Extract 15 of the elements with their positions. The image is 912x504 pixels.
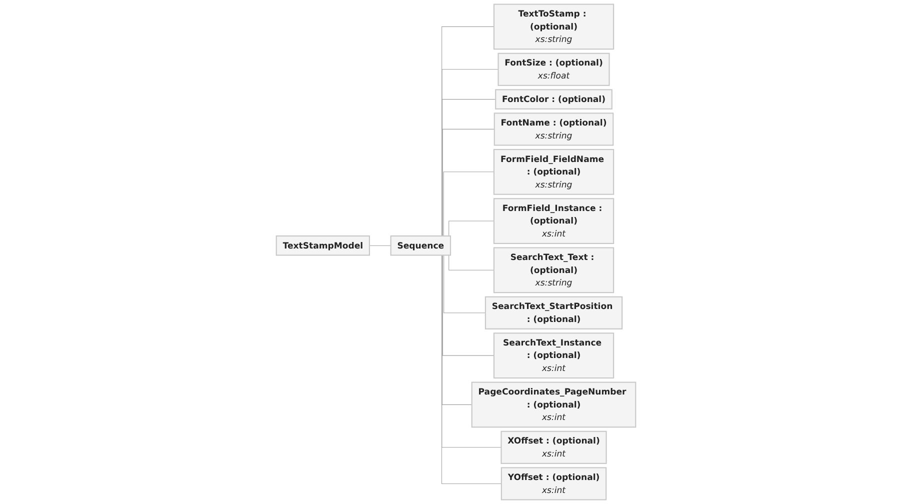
node-box: SearchText_Instance : (optional) xs:int bbox=[493, 332, 614, 379]
node-box: YOffset : (optional) xs:int bbox=[500, 467, 607, 500]
node-box: FontName : (optional) xs:string bbox=[494, 112, 614, 146]
node-box: FontColor : (optional) bbox=[495, 89, 612, 110]
node-box: TextToStamp : (optional) xs:string bbox=[493, 4, 614, 50]
node-box: FormField_Instance : (optional) xs:int bbox=[493, 198, 614, 244]
node-box: FontSize : (optional) xs:float bbox=[498, 52, 610, 86]
connector bbox=[369, 245, 392, 246]
node-box: SearchText_Text : (optional) xs:string bbox=[493, 247, 614, 294]
node-box: SearchText_StartPosition : (optional) bbox=[484, 296, 623, 330]
node-box: XOffset : (optional) xs:int bbox=[500, 430, 607, 464]
node-box: FormField_FieldName : (optional) xs:string bbox=[493, 148, 614, 195]
node-box: PageCoordinates_PageNumber : (optional) xs:int bbox=[471, 382, 636, 428]
node-box: TextStampModel bbox=[276, 235, 370, 256]
node-box: Sequence bbox=[390, 235, 452, 256]
